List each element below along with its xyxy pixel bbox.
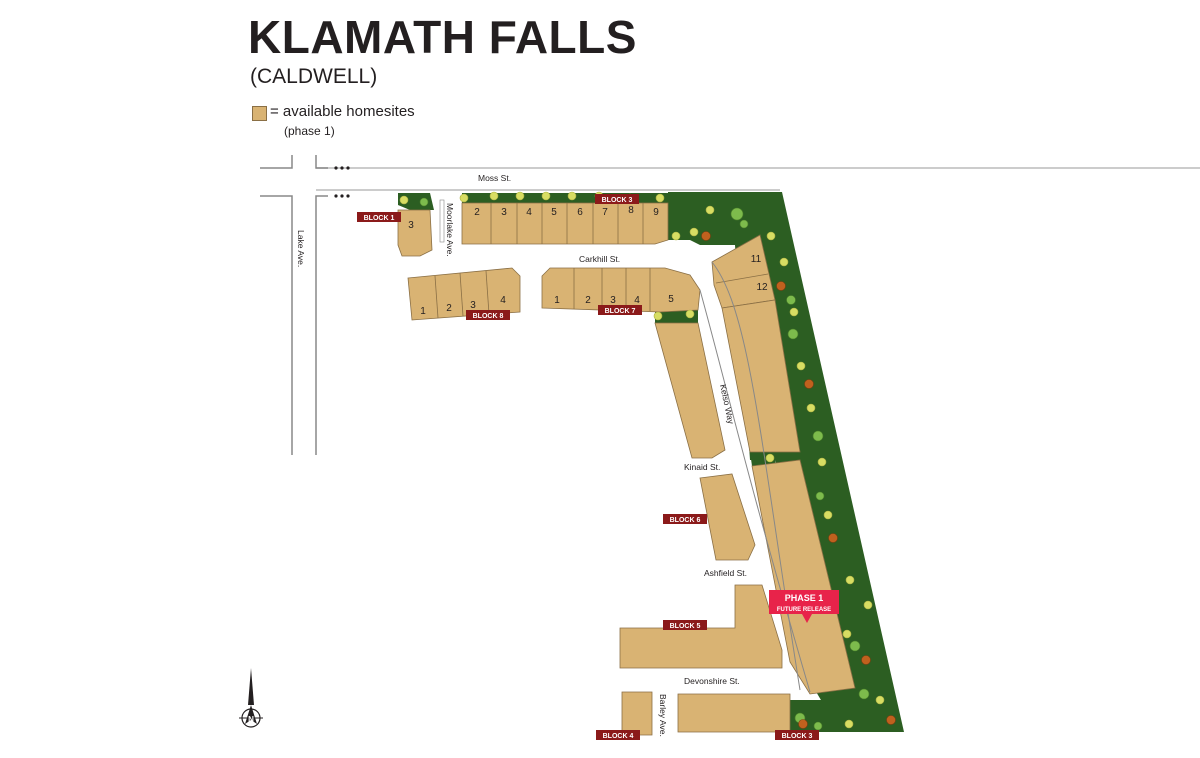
lot-number: 9 — [653, 207, 659, 218]
lot-block3-long-b — [751, 459, 856, 695]
road-continuation-dots — [334, 166, 350, 198]
lot-number: 2 — [446, 303, 452, 314]
lot-number: 4 — [500, 295, 506, 306]
block-badge-4: BLOCK 4 — [603, 733, 634, 740]
compass-letter: N — [248, 715, 254, 724]
street-label-kinaid: Kinaid St. — [684, 462, 720, 472]
block-badges: BLOCK 1 BLOCK 3 BLOCK 8 BLOCK 7 BLOCK 6 … — [357, 194, 819, 740]
lot-number: 12 — [756, 282, 768, 293]
homesite-lots — [397, 202, 856, 736]
tree-orange — [701, 231, 896, 729]
lot-number: 5 — [551, 207, 557, 218]
legend-swatch — [252, 106, 267, 121]
lot-number: 6 — [577, 207, 583, 218]
block-badge-1: BLOCK 1 — [364, 215, 395, 222]
phase-callout-subtitle: FUTURE RELEASE — [777, 607, 831, 613]
tree-yellow — [399, 191, 885, 729]
lot-number: 7 — [602, 207, 608, 218]
lot-number: 3 — [501, 207, 507, 218]
lot-block6-lower — [699, 473, 756, 561]
lot-block8 — [407, 267, 521, 321]
phase-callout: PHASE 1 FUTURE RELEASE — [769, 590, 839, 623]
lot-number: 5 — [668, 294, 674, 305]
trees — [399, 191, 896, 731]
lot-number: 11 — [751, 254, 762, 265]
compass-north-icon: N — [239, 668, 263, 728]
lot-block4 — [621, 691, 653, 736]
outer-roads — [260, 155, 1200, 455]
block-badge-5: BLOCK 5 — [670, 623, 701, 630]
street-label-kelso: Kelso Way — [718, 383, 736, 425]
lot-number: 3 — [610, 295, 616, 306]
street-label-carkhill: Carkhill St. — [579, 254, 620, 264]
moorlake-median — [439, 199, 445, 243]
lot-number: 4 — [526, 207, 532, 218]
street-label-ashfield: Ashfield St. — [704, 568, 747, 578]
lot-number: 1 — [554, 295, 560, 306]
phase-callout-title: PHASE 1 — [785, 593, 824, 603]
lot-number: 2 — [474, 207, 480, 218]
street-label-moss: Moss St. — [478, 173, 511, 183]
street-label-lake: Lake Ave. — [296, 230, 306, 267]
street-labels: Moss St. Lake Ave. Moorlake Ave. Carkhil… — [296, 173, 747, 737]
street-label-moorlake: Moorlake Ave. — [445, 203, 455, 257]
lot-number: 3 — [470, 300, 476, 311]
lot-numbers: 3 2 3 4 5 6 7 8 9 11 12 1 2 3 4 1 2 3 4 … — [408, 205, 768, 317]
lot-number: 8 — [628, 205, 634, 216]
block-badge-6: BLOCK 6 — [670, 517, 701, 524]
block-badge-3-top: BLOCK 3 — [602, 197, 633, 204]
lot-number: 3 — [408, 220, 414, 231]
lot-block3-bottom — [677, 693, 791, 733]
lot-number: 2 — [585, 295, 591, 306]
street-label-devonshire: Devonshire St. — [684, 676, 740, 686]
legend-label: = available homesites — [270, 103, 415, 120]
legend-sublabel: (phase 1) — [284, 124, 335, 138]
lot-block3-row — [461, 202, 669, 245]
street-label-barley: Barley Ave. — [658, 694, 668, 737]
map-title: KLAMATH FALLS — [248, 11, 637, 63]
lot-number: 1 — [420, 306, 426, 317]
lot-block5 — [619, 584, 783, 669]
map-subtitle: (CALDWELL) — [250, 65, 378, 88]
block-badge-3-bottom: BLOCK 3 — [782, 733, 813, 740]
lot-block1 — [397, 209, 433, 257]
block-badge-8: BLOCK 8 — [473, 313, 504, 320]
lot-block6-upper — [654, 322, 726, 459]
block-badge-7: BLOCK 7 — [605, 308, 636, 315]
lot-block3-long-a — [721, 299, 801, 453]
lot-number: 4 — [634, 295, 640, 306]
